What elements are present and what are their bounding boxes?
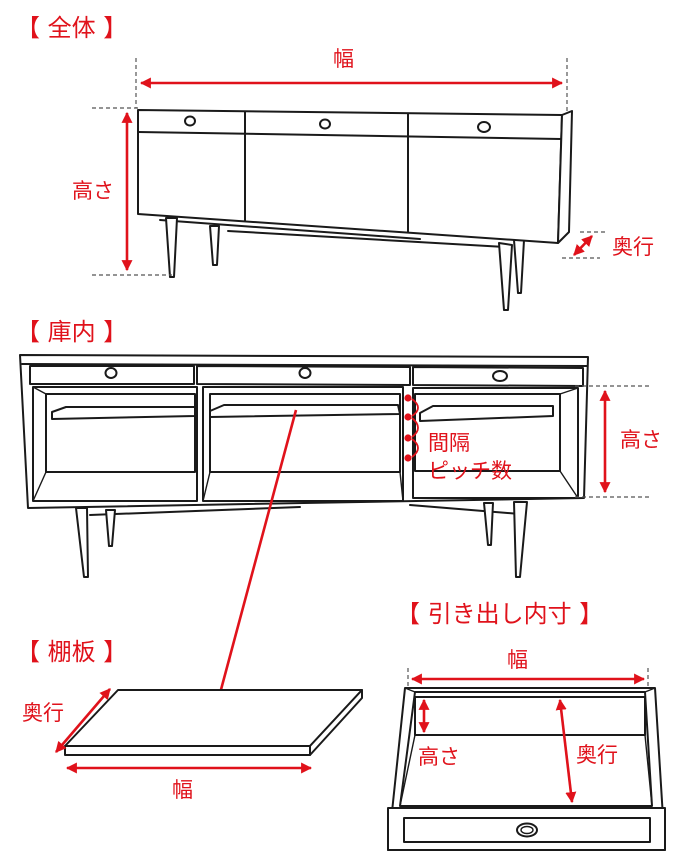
drawer-row-line <box>137 131 562 140</box>
shelf-board-drawing <box>64 689 363 756</box>
shelf-pin-hole <box>404 454 412 462</box>
compartment-edge <box>32 471 47 502</box>
shelf-board-title: 【 棚板 】 <box>16 638 127 666</box>
drawer-height-label: 高さ <box>418 745 460 769</box>
cabinet-side-face <box>557 110 573 244</box>
compartment-opening <box>412 387 579 499</box>
compartment-back-wall <box>414 393 561 472</box>
shelf-board-section: 【 棚板 】 奥行 幅 <box>16 638 363 802</box>
drawer-knob <box>319 118 331 130</box>
interior-section: 【 庫内 】 <box>16 318 662 714</box>
sideboard-drawing <box>137 109 573 311</box>
stretcher <box>409 504 521 515</box>
shelf-board <box>51 406 196 420</box>
pitch-bracket <box>411 417 419 438</box>
drawer-knob <box>516 822 538 838</box>
shelf-front-edge <box>64 745 311 756</box>
shelf-side-edge <box>309 689 363 756</box>
shelf-pin-hole <box>404 413 412 421</box>
drawer-knob <box>184 115 196 127</box>
compartment-right <box>412 387 579 499</box>
sideboard-interior-drawing <box>19 354 589 578</box>
drawer-interior-title: 【 引き出し内寸 】 <box>396 600 603 628</box>
drawer-width-label: 幅 <box>507 648 528 672</box>
shelf-pin-hole <box>404 434 412 442</box>
overall-width-label: 幅 <box>333 47 354 71</box>
drawer-corner <box>644 687 656 693</box>
drawer-front-inset <box>403 817 651 843</box>
compartment-opening <box>32 386 198 502</box>
leg-back-right <box>483 502 494 546</box>
drawer-floor-edge <box>399 734 416 807</box>
compartment-edge <box>399 471 404 502</box>
compartment-opening <box>202 386 404 502</box>
drawer-knob-inner <box>520 825 534 835</box>
shelf-pointer-arrow <box>212 409 298 714</box>
overall-section: 【 全体 】 幅 高さ <box>16 14 654 311</box>
compartment-edge <box>32 386 47 395</box>
leg-front-left <box>165 217 178 278</box>
overall-height-label: 高さ <box>72 179 114 203</box>
overall-depth-label: 奥行 <box>612 235 654 259</box>
drawer-knob <box>298 367 312 379</box>
pitch-bracket <box>411 398 419 417</box>
drawer-drawing <box>387 687 666 851</box>
drawer-interior-section: 【 引き出し内寸 】 幅 高さ 奥行 <box>387 600 666 851</box>
shelf-pin-hole <box>404 394 412 402</box>
drawer-left <box>29 365 195 385</box>
pitch-bracket <box>411 438 419 458</box>
drawer-depth-arrow <box>555 698 577 804</box>
drawer-middle <box>196 365 411 386</box>
leg-front-right <box>513 501 528 578</box>
compartment-edge <box>559 387 579 395</box>
shelf-board <box>419 405 554 422</box>
interior-height-label: 高さ <box>620 428 662 452</box>
leg-back-left <box>209 225 220 266</box>
interior-title: 【 庫内 】 <box>16 318 127 346</box>
interior-pitch-label: ピッチ数 <box>428 459 512 483</box>
compartment-middle <box>202 386 404 502</box>
shelf-depth-label: 奥行 <box>22 701 64 725</box>
leg-back-left <box>105 509 116 547</box>
interior-spacing-label: 間隔 <box>428 431 470 455</box>
drawer-corner <box>404 687 416 693</box>
compartment-back-wall <box>209 393 401 473</box>
compartment-edge <box>559 470 579 499</box>
leg-back-right <box>513 239 525 294</box>
shelf-width-label: 幅 <box>172 778 193 802</box>
top-board-line <box>21 363 588 367</box>
shelf-pitch-markers <box>404 394 419 462</box>
drawer-floor-edge <box>644 734 653 807</box>
stretcher <box>89 506 301 516</box>
shelf-depth-arrow <box>55 688 111 753</box>
shelf-board <box>209 404 401 418</box>
overall-depth-arrow <box>573 235 593 256</box>
stretcher <box>159 219 421 240</box>
drawer-knob <box>104 367 118 379</box>
compartment-left <box>32 386 198 502</box>
drawer-knob <box>477 121 491 133</box>
drawer-depth-label: 奥行 <box>576 743 618 767</box>
overall-title: 【 全体 】 <box>16 14 127 42</box>
leg-front-left <box>75 507 89 578</box>
stretcher <box>227 230 506 248</box>
drawer-knob <box>492 370 508 382</box>
compartment-back-wall <box>45 393 196 473</box>
compartment-edge <box>202 471 211 502</box>
leg-front-right <box>498 242 513 311</box>
